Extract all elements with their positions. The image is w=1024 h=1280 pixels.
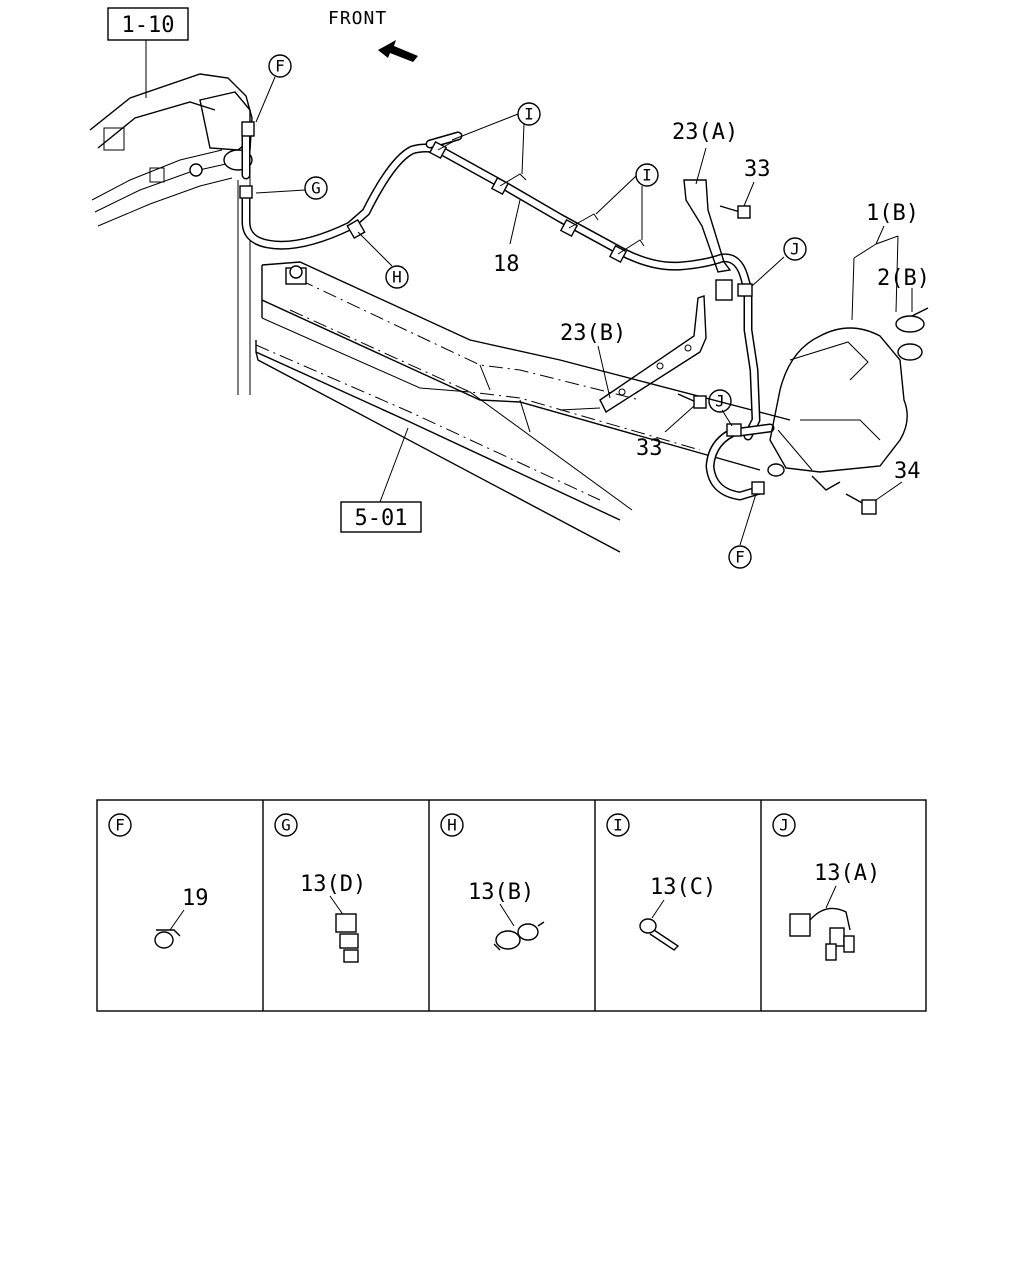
- marker-i-upper-label: I: [524, 105, 534, 124]
- marker-j-lower[interactable]: J: [708, 389, 732, 413]
- front-indicator: FRONT: [328, 8, 418, 62]
- detail-panel-h-key: H: [447, 816, 457, 835]
- marker-g-label: G: [311, 179, 321, 198]
- ref-box-1-10[interactable]: 1-10: [107, 7, 189, 98]
- detail-panel-i[interactable]: I 13(C): [606, 813, 716, 951]
- marker-f-top[interactable]: F: [268, 54, 292, 78]
- ref-box-5-01-label: 5-01: [355, 506, 408, 531]
- bracket-23b[interactable]: [599, 295, 707, 414]
- detail-panel-i-part: 13(C): [650, 875, 716, 900]
- marker-f-bottom-label: F: [735, 548, 745, 567]
- detail-panel-h-part: 13(B): [468, 880, 534, 905]
- detail-panel-i-key: I: [613, 816, 623, 835]
- ref-box-1-10-label: 1-10: [122, 13, 175, 38]
- reservoir-cap[interactable]: [895, 307, 929, 361]
- detail-panel-g-part: 13(D): [300, 872, 366, 897]
- marker-g[interactable]: G: [304, 176, 328, 200]
- detail-panels: F 19 G 13(D) H 13(B): [96, 799, 927, 1012]
- detail-panel-j-key: J: [779, 816, 789, 835]
- callout-bolt-upper[interactable]: 33: [744, 157, 771, 182]
- marker-j-upper[interactable]: J: [783, 237, 807, 261]
- ref-box-5-01[interactable]: 5-01: [340, 427, 422, 533]
- front-label: FRONT: [328, 8, 387, 29]
- detail-panel-g-key: G: [281, 816, 291, 835]
- callout-bracket-b[interactable]: 23(B): [560, 321, 626, 346]
- detail-panel-h[interactable]: H 13(B): [440, 813, 545, 951]
- marker-j-upper-label: J: [790, 240, 800, 259]
- callout-bolt-tank[interactable]: 34: [894, 459, 921, 484]
- leader-lines: [255, 76, 913, 546]
- callout-tank[interactable]: 1(B): [866, 201, 919, 226]
- detail-panel-f[interactable]: F 19: [108, 813, 209, 949]
- marker-f-top-label: F: [275, 57, 285, 76]
- front-arrow-icon: [378, 40, 418, 62]
- marker-i-lower[interactable]: I: [635, 163, 659, 187]
- marker-j-lower-label: J: [715, 392, 725, 411]
- detail-panel-g[interactable]: G 13(D): [274, 813, 366, 963]
- radiator-support: [89, 73, 253, 395]
- detail-panel-f-part: 19: [182, 886, 209, 911]
- callout-bolt-lower[interactable]: 33: [636, 436, 663, 461]
- frame-rail: [255, 261, 791, 553]
- callout-hose[interactable]: 18: [493, 252, 520, 277]
- bracket-23a[interactable]: [683, 179, 733, 301]
- detail-panel-f-key: F: [115, 816, 125, 835]
- marker-f-bottom[interactable]: F: [728, 545, 752, 569]
- callout-bracket-a[interactable]: 23(A): [672, 120, 738, 145]
- marker-h-label: H: [392, 268, 402, 287]
- detail-panel-j[interactable]: J 13(A): [772, 813, 880, 961]
- bolt-33-upper[interactable]: [719, 205, 751, 219]
- hose-clamps: [239, 121, 765, 495]
- marker-i-upper[interactable]: I: [517, 102, 541, 126]
- detail-panel-j-part: 13(A): [814, 861, 880, 886]
- marker-h[interactable]: H: [385, 265, 409, 289]
- reservoir-tank[interactable]: [767, 327, 908, 491]
- bolt-34[interactable]: [845, 493, 877, 515]
- marker-i-lower-label: I: [642, 166, 652, 185]
- bolt-33-lower[interactable]: [677, 393, 707, 409]
- callout-cap[interactable]: 2(B): [877, 266, 930, 291]
